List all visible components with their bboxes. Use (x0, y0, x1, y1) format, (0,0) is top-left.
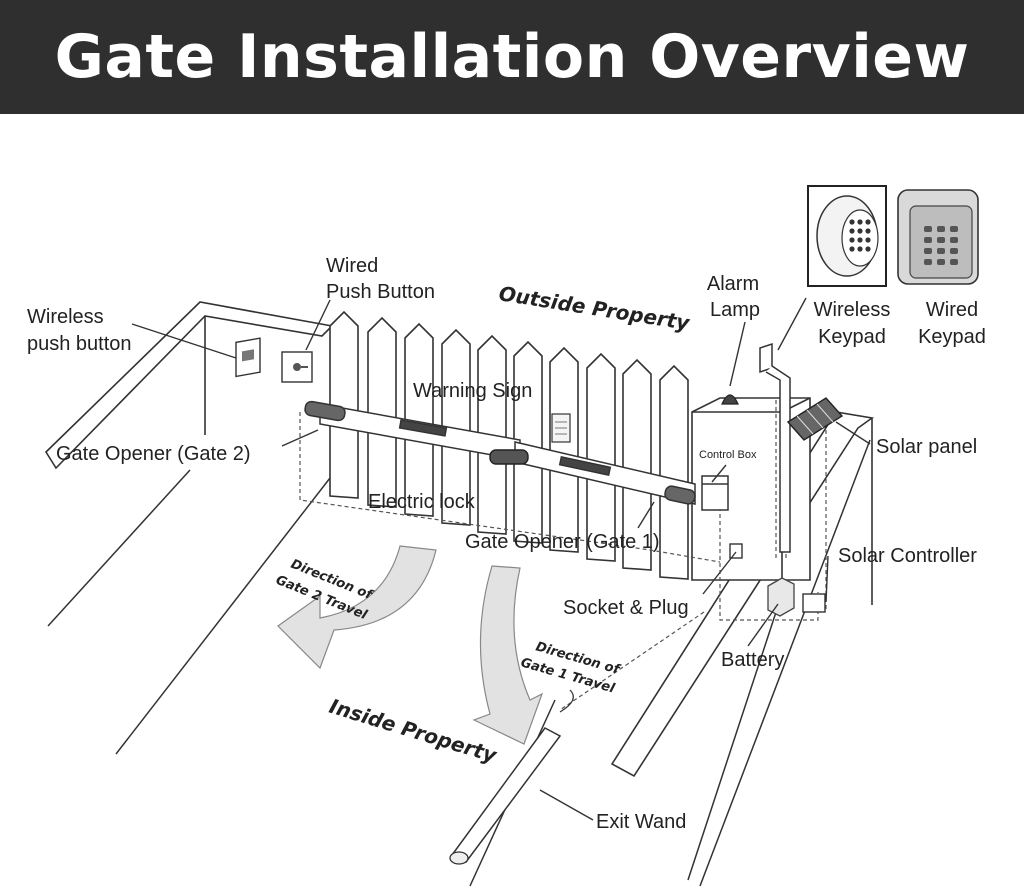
exit-wand-device (449, 689, 574, 865)
alarm-lamp-device (721, 394, 739, 405)
keypad-key (950, 259, 958, 265)
battery-device (767, 577, 795, 617)
page-title: Gate Installation Overview (54, 22, 970, 92)
label-wired-push-button-line2: Push Button (326, 281, 435, 303)
keypad-key (950, 248, 958, 254)
label-control-box: Control Box (699, 449, 757, 461)
installation-diagram: Wired Push Button Wireless push button O… (27, 185, 986, 887)
header-bar: Gate Installation Overview (0, 0, 1024, 114)
control-box-device (701, 475, 729, 511)
leader-lines (131, 297, 871, 821)
keypad-key (924, 226, 932, 232)
wireless-keypad-inset (807, 185, 887, 287)
keypad-key (924, 237, 932, 243)
label-gate-opener-2: Gate Opener (Gate 2) (56, 443, 251, 465)
keypad-key (937, 248, 945, 254)
keypad-key (937, 237, 945, 243)
label-outside-property: Outside Property (497, 281, 692, 335)
keypad-key (924, 248, 932, 254)
keypad-key (937, 259, 945, 265)
wired-keypad-inset (897, 189, 979, 285)
fence-picket (367, 316, 397, 508)
label-socket-plug: Socket & Plug (563, 597, 689, 619)
keypad-key (849, 246, 855, 252)
wireless-push-button-device (235, 337, 261, 378)
keypad-post (759, 342, 791, 553)
warning-sign (551, 413, 571, 443)
keypad-key (924, 259, 932, 265)
keypad-key (857, 246, 863, 252)
label-gate-opener-1: Gate Opener (Gate 1) (465, 531, 660, 553)
label-wired-push-button-line1: Wired (326, 255, 378, 277)
keypad-key (857, 237, 863, 243)
keypad-key (865, 219, 871, 225)
fence-picket (659, 364, 689, 580)
label-exit-wand: Exit Wand (596, 811, 686, 833)
label-wireless-keypad-line1: Wireless (814, 299, 891, 321)
keypad-key (950, 237, 958, 243)
gate-opener-arm-1 (514, 441, 696, 505)
keypad-key (857, 228, 863, 234)
keypad-key (865, 246, 871, 252)
left-wall (44, 301, 334, 470)
fence-picket (586, 352, 616, 562)
fence-picket (549, 346, 579, 553)
label-wired-keypad-line2: Keypad (918, 326, 986, 348)
label-alarm-lamp-line2: Lamp (710, 299, 760, 321)
label-alarm-lamp-line1: Alarm (707, 273, 759, 295)
keypad-key (849, 237, 855, 243)
label-battery: Battery (721, 649, 784, 671)
solar-controller-device (802, 593, 826, 613)
label-inside-property: Inside Property (327, 694, 501, 768)
label-electric-lock: Electric lock (368, 491, 476, 513)
gate-1-travel-arrow (472, 565, 544, 745)
keypad-key (865, 237, 871, 243)
gate-2-travel-arrow (277, 545, 437, 670)
label-wireless-keypad-line2: Keypad (818, 326, 886, 348)
fence-pickets (329, 310, 689, 580)
keypad-key (857, 219, 863, 225)
keypad-key (865, 228, 871, 234)
label-solar-panel: Solar panel (876, 436, 977, 458)
keypad-key (950, 226, 958, 232)
keypad-key (937, 226, 945, 232)
label-wireless-push-button-line2: push button (27, 333, 132, 355)
solar-panel-device (786, 397, 844, 441)
label-wired-keypad-line1: Wired (926, 299, 978, 321)
keypad-key (849, 228, 855, 234)
wired-push-button-device (281, 351, 313, 383)
electric-lock (489, 449, 529, 465)
label-warning-sign: Warning Sign (413, 380, 532, 402)
keypad-key (849, 219, 855, 225)
socket-plug-device (729, 543, 743, 559)
label-solar-controller: Solar Controller (838, 545, 977, 567)
label-wireless-push-button-line1: Wireless (27, 306, 104, 328)
